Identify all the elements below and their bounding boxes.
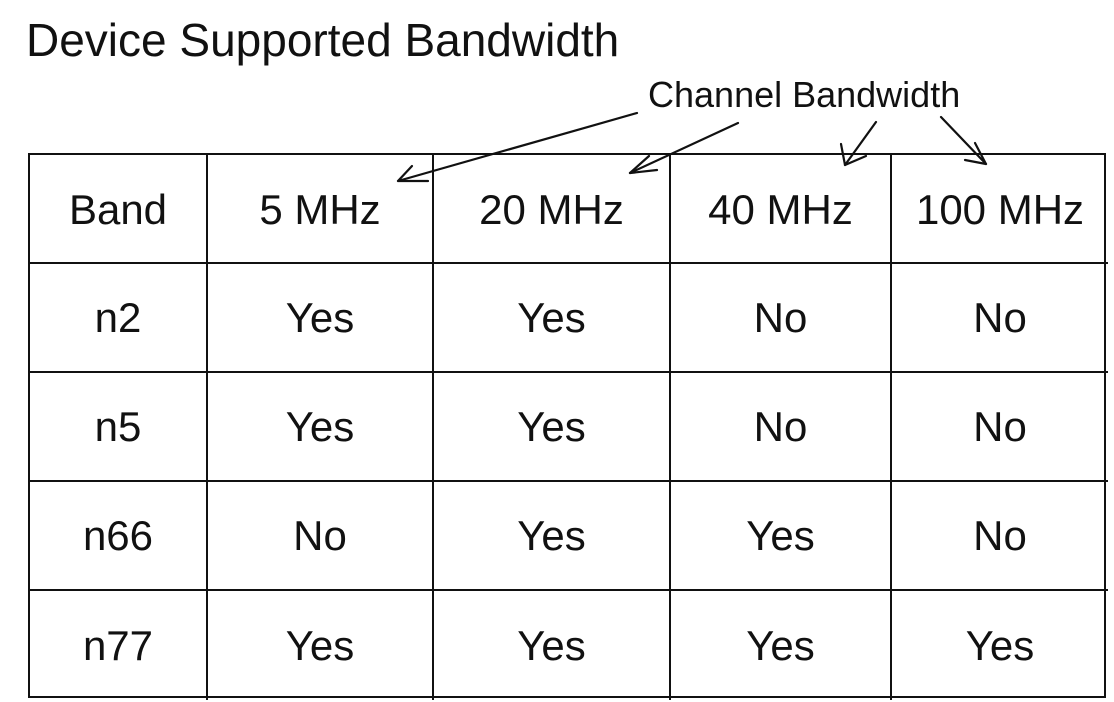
header-40mhz: 40 MHz xyxy=(671,155,892,264)
table-cell: Yes xyxy=(208,373,434,482)
header-5mhz: 5 MHz xyxy=(208,155,434,264)
table-cell: Yes xyxy=(208,264,434,373)
table-cell: Yes xyxy=(965,621,1035,669)
table-cell-band: n2 xyxy=(30,264,208,373)
table-cell: No xyxy=(892,373,1108,482)
table-cell: Yes xyxy=(434,373,671,482)
table-cell: Yes xyxy=(434,591,671,700)
table-cell: No xyxy=(208,482,434,591)
page-title: Device Supported Bandwidth xyxy=(26,14,620,66)
header-band: Band xyxy=(30,155,208,264)
table-cell: No xyxy=(892,264,1108,373)
table-cell: Yes xyxy=(671,482,892,591)
table-cell: Yes xyxy=(434,482,671,591)
table-cell: No xyxy=(671,373,892,482)
table-cell: Yes xyxy=(671,591,892,700)
header-100mhz: 100 MHz xyxy=(892,155,1108,264)
table-cell-band: n66 xyxy=(30,482,208,591)
table-cell: No xyxy=(671,264,892,373)
table-cell-band: n5 xyxy=(30,373,208,482)
table-cell-band: n77 xyxy=(30,591,208,700)
table-cell: No xyxy=(892,482,1108,591)
table-cell: Yes xyxy=(434,264,671,373)
channel-bandwidth-annotation: Channel Bandwidth xyxy=(648,74,961,115)
header-20mhz: 20 MHz xyxy=(434,155,671,264)
table-cell: Yes xyxy=(208,591,434,700)
bandwidth-table: Band 5 MHz 20 MHz 40 MHz 100 MHz n2 Yes … xyxy=(28,153,1108,700)
